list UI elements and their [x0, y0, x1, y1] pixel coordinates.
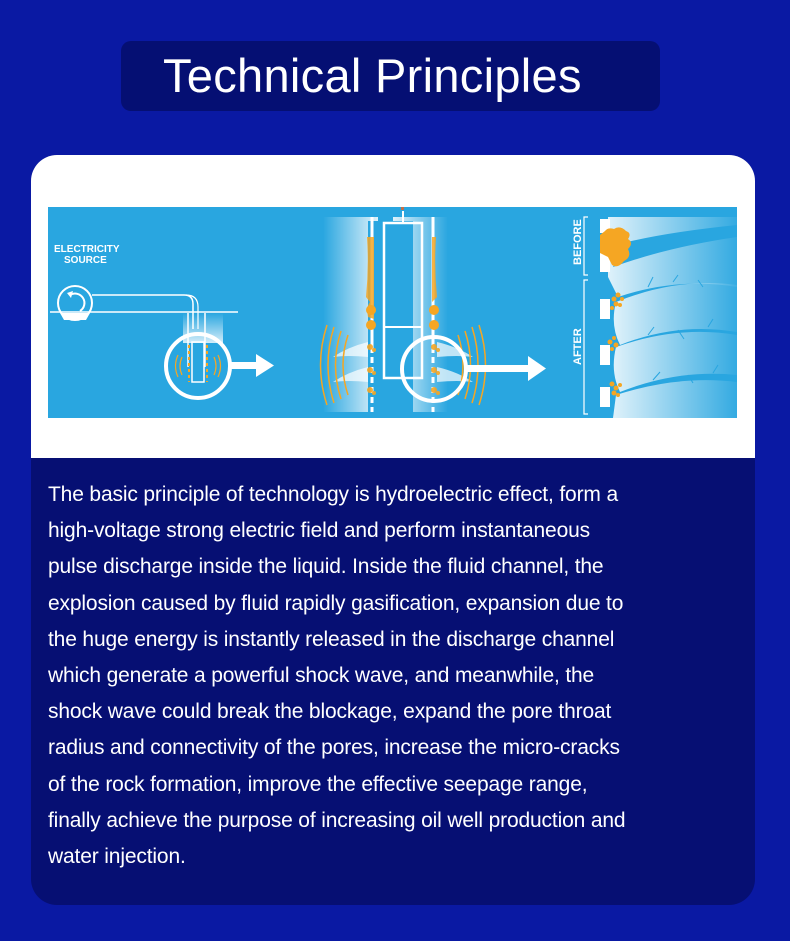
description-line: finally achieve the purpose of increasin… — [48, 808, 626, 832]
description-line: water injection. — [48, 845, 186, 869]
description-line: explosion caused by fluid rapidly gasifi… — [48, 591, 624, 615]
title-banner: Technical Principles — [121, 41, 660, 111]
before-after-section: BEFORE AFTER — [572, 216, 737, 418]
well-bore-section — [319, 207, 546, 412]
principle-card: ELECTRICITY SOURCE — [31, 155, 755, 905]
description-line: pulse discharge inside the liquid. Insid… — [48, 555, 604, 579]
description-line: the huge energy is instantly released in… — [48, 627, 615, 651]
electricity-label-1: ELECTRICITY — [54, 244, 120, 255]
description-line: of the rock formation, improve the effec… — [48, 772, 588, 796]
description-line: radius and connectivity of the pores, in… — [48, 736, 620, 760]
before-label: BEFORE — [572, 219, 584, 265]
hydroelectric-effect-diagram: ELECTRICITY SOURCE — [48, 207, 737, 418]
rock-pore-icon — [608, 217, 737, 418]
card-image-area: ELECTRICITY SOURCE — [31, 155, 755, 458]
description-line: which generate a powerful shock wave, an… — [48, 664, 595, 688]
electricity-source-section: ELECTRICITY SOURCE — [50, 244, 274, 400]
description-line: shock wave could break the blockage, exp… — [48, 700, 612, 724]
description-line: high-voltage strong electric field and p… — [48, 519, 590, 543]
electricity-label-2: SOURCE — [64, 255, 107, 266]
generator-icon — [57, 285, 93, 321]
description-line: The basic principle of technology is hyd… — [48, 483, 618, 506]
page-title: Technical Principles — [163, 49, 582, 102]
principle-description: The basic principle of technology is hyd… — [48, 477, 748, 875]
magnify-circle-icon — [164, 332, 232, 400]
arrow-right-icon — [466, 356, 546, 381]
after-label: AFTER — [572, 328, 584, 365]
arrow-right-icon — [230, 354, 274, 377]
